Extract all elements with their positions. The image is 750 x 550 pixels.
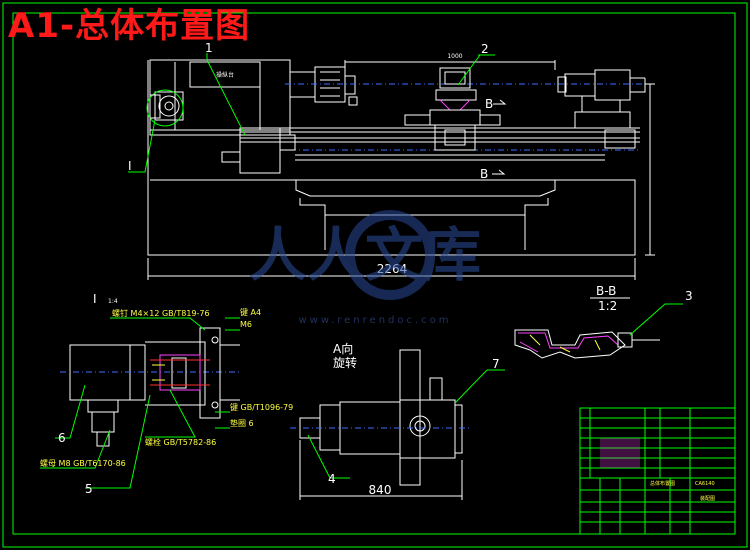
section-bb: B-B 1:2 3 <box>514 284 693 359</box>
control-panel-tag: 操纵台 <box>216 71 234 79</box>
watermark-text: 人人文库 <box>249 221 481 289</box>
dim-1000: 1000 <box>447 53 462 60</box>
section-bb-label: B-B <box>596 284 616 298</box>
dim-840: 840 <box>369 483 392 497</box>
dim-840-lines <box>299 440 463 500</box>
drawing-title: A1-总体布置图 <box>8 6 251 46</box>
svg-text:垫圈 6: 垫圈 6 <box>230 418 254 428</box>
section-bb-profile <box>514 329 626 359</box>
lead-screw <box>295 154 605 161</box>
tailstock-quill <box>564 73 596 97</box>
bed-ways <box>240 127 640 139</box>
a-view-column <box>399 349 421 486</box>
chip-tray <box>295 180 556 197</box>
balloon-3: 3 <box>685 289 693 303</box>
motor-housing <box>69 344 146 401</box>
svg-text:总体布置图: 总体布置图 <box>650 480 675 487</box>
svg-text:键 A4: 键 A4 <box>240 307 261 317</box>
balloon-6: 6 <box>58 431 66 445</box>
svg-text:螺母 M8 GB/T6170-86: 螺母 M8 GB/T6170-86 <box>40 458 126 468</box>
detail-i-circle <box>146 89 184 127</box>
detail-i-label: I <box>93 292 97 306</box>
dim-2264-lines <box>147 258 636 280</box>
dim-2264: 2264 <box>377 262 408 276</box>
a-view: A向 旋转 840 4 7 <box>290 341 505 500</box>
balloon-4: 4 <box>328 472 336 486</box>
dim-1000-lines <box>344 60 556 75</box>
detail-i-marker: I <box>128 159 132 173</box>
section-bb-scale: 1:2 <box>598 299 617 313</box>
detail-i-scale: 1:4 <box>108 298 118 305</box>
svg-text:螺栓 GB/T5782-86: 螺栓 GB/T5782-86 <box>145 437 216 447</box>
svg-text:装配图: 装配图 <box>700 495 715 502</box>
balloon-2: 2 <box>481 42 489 56</box>
tailstock <box>594 69 631 101</box>
balloon-7: 7 <box>492 357 500 371</box>
svg-text:M6: M6 <box>240 320 252 329</box>
bed-outline <box>147 60 636 256</box>
cross-slide <box>429 109 481 126</box>
title-block: 总体布置图 CA6140 装配图 <box>579 407 736 535</box>
main-view: 操纵台 1000 <box>128 41 655 280</box>
inner-frame <box>12 12 736 535</box>
tool-post <box>439 67 471 89</box>
a-view-rotate: 旋转 <box>333 355 357 370</box>
watermark: 人人文库 www.renrendoc.com <box>249 210 481 326</box>
coupling <box>171 357 187 389</box>
detail-i-view: I 1:4 螺钉 M4×12 GB/T819-76 键 A4 M6 键 GB/T… <box>40 292 293 496</box>
svg-text:键 GB/T1096-79: 键 GB/T1096-79 <box>230 402 293 412</box>
b-arrow-top: B <box>485 97 493 111</box>
balloon-5: 5 <box>85 482 93 496</box>
note-1: 螺钉 M4×12 GB/T819-76 <box>112 308 210 318</box>
watermark-url: www.renrendoc.com <box>298 315 451 326</box>
balloon-1: 1 <box>205 41 213 55</box>
b-arrow-mid: B <box>480 167 488 181</box>
bed-legs <box>299 198 549 250</box>
a-view-label: A向 <box>333 341 353 356</box>
svg-text:CA6140: CA6140 <box>695 481 715 487</box>
